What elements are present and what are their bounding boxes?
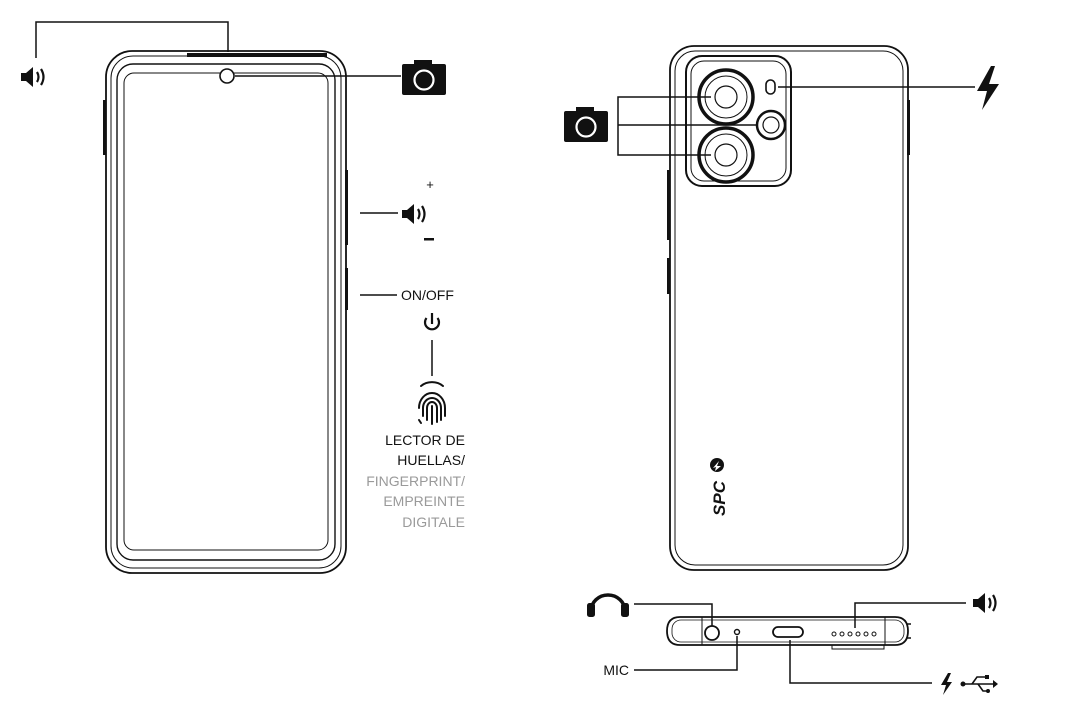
front-camera-lens: [219, 68, 235, 84]
svg-text:FINGERPRINT/: FINGERPRINT/: [366, 473, 465, 489]
headphones-icon: [587, 593, 629, 617]
usb-icon: [960, 675, 998, 693]
flash-icon: [977, 66, 999, 110]
phone-bottom-edge: [666, 616, 911, 650]
svg-text:SPC: SPC: [710, 480, 729, 516]
flash-led: [765, 79, 776, 95]
speaker-icon: [400, 202, 426, 226]
svg-text:HUELLAS/: HUELLAS/: [397, 452, 465, 468]
headphone-jack: [704, 625, 720, 641]
camera-module: [685, 55, 792, 187]
usb-port: [772, 626, 804, 638]
svg-text:LECTOR DE: LECTOR DE: [385, 432, 465, 448]
power-key: [345, 268, 348, 310]
mic-label: MIC: [603, 662, 629, 678]
camera-icon: [562, 105, 610, 144]
power-icon: [423, 313, 441, 331]
phone-back: [667, 45, 910, 571]
svg-text:DIGITALE: DIGITALE: [402, 514, 465, 530]
volume-plus-label: +: [426, 177, 434, 192]
brand-logo: SPC: [710, 458, 729, 516]
svg-text:EMPREINTE: EMPREINTE: [383, 493, 465, 509]
mic-hole: [733, 628, 741, 636]
speaker-grille: [831, 631, 877, 637]
fingerprint-label: LECTOR DE HUELLAS/ FINGERPRINT/ EMPREINT…: [366, 432, 465, 530]
fingerprint-icon: [418, 381, 446, 425]
speaker-icon: [19, 65, 45, 89]
speaker-icon: [971, 591, 997, 615]
volume-keys: [345, 170, 348, 245]
power-label: ON/OFF: [401, 287, 454, 303]
flash-icon: [941, 673, 952, 695]
phone-front: [103, 50, 348, 574]
volume-minus-label: [424, 238, 434, 241]
camera-icon: [400, 58, 448, 97]
